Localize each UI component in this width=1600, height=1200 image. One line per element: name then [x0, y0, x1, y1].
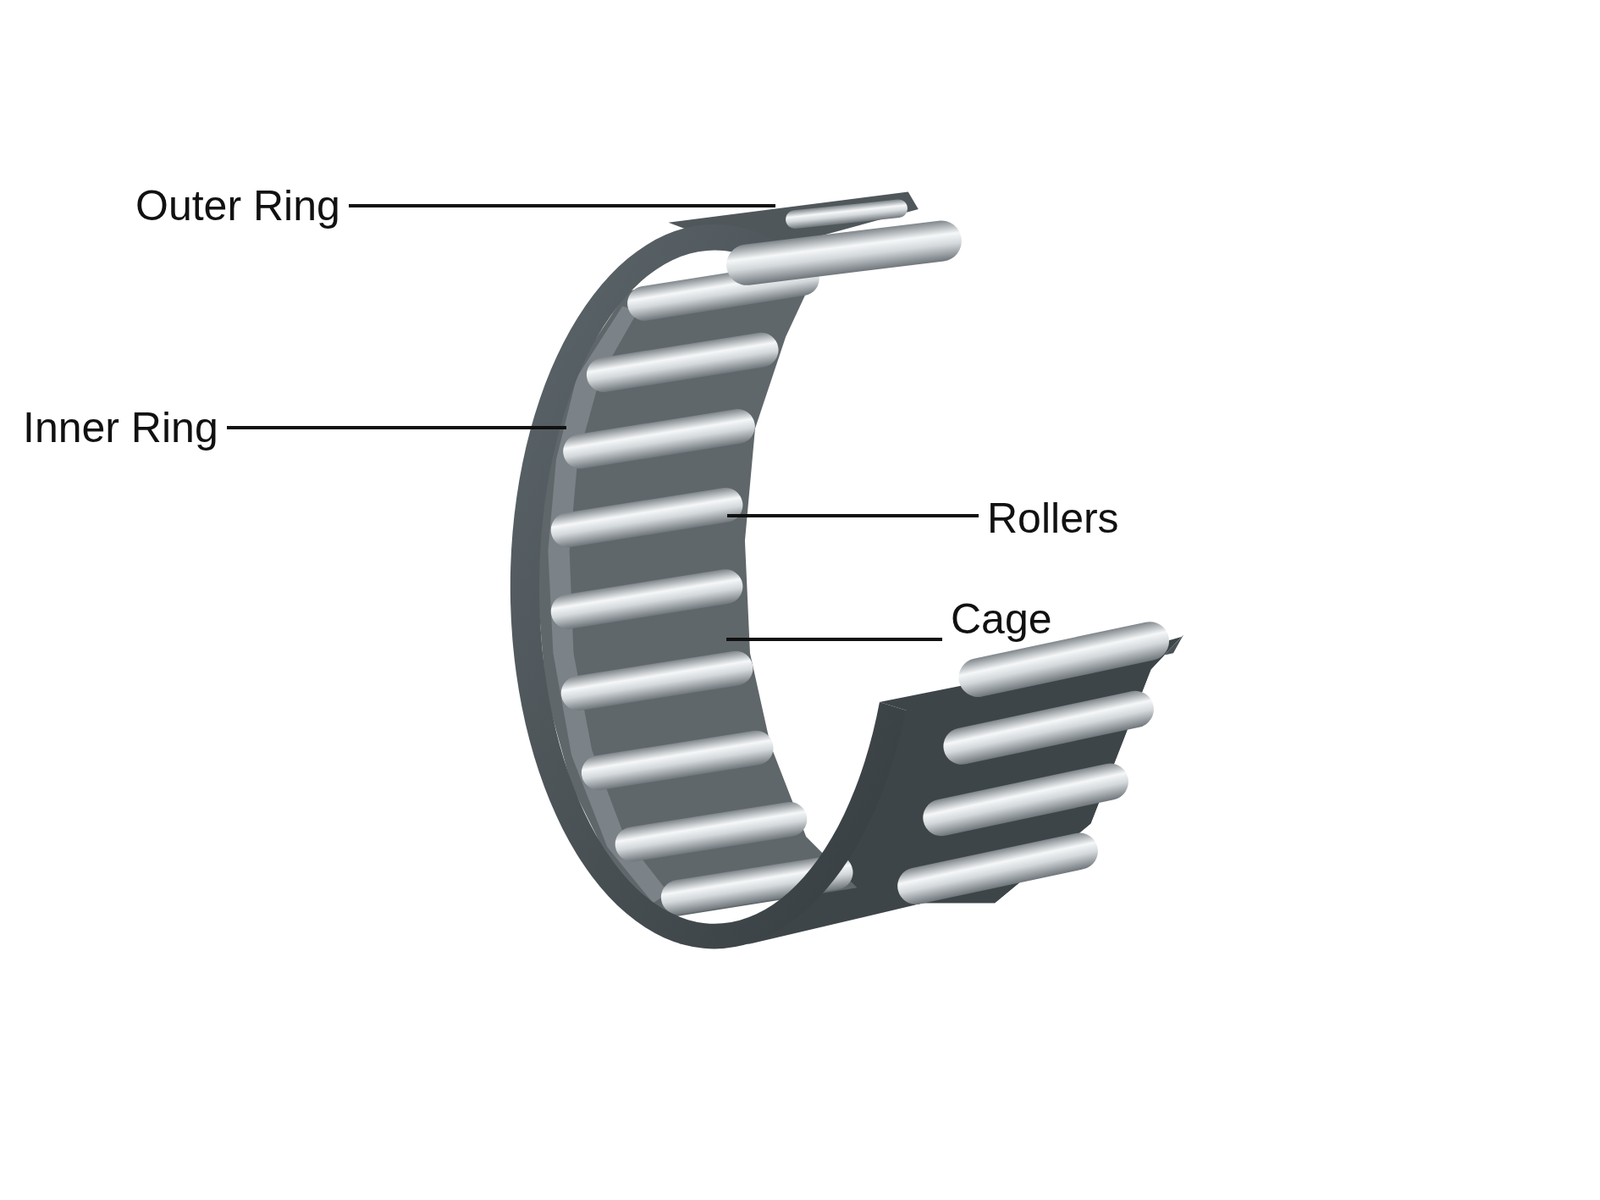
leader-line — [726, 637, 943, 641]
roller — [548, 485, 746, 550]
roller — [558, 648, 756, 713]
roller — [612, 799, 811, 864]
part-label: Rollers — [987, 493, 1120, 543]
part-label: Cage — [950, 594, 1053, 644]
part-label: Outer Ring — [135, 181, 341, 231]
roller — [893, 828, 1102, 908]
roller — [584, 330, 782, 395]
roller — [579, 728, 777, 793]
roller — [784, 198, 909, 230]
roller — [560, 406, 758, 471]
leader-line — [226, 425, 567, 430]
part-label: Inner Ring — [22, 402, 219, 453]
roller — [919, 759, 1132, 839]
roller — [548, 566, 746, 631]
leader-line — [348, 204, 776, 208]
front-rim — [510, 224, 907, 949]
roller — [723, 218, 964, 288]
roller — [939, 687, 1158, 768]
leader-line — [727, 513, 979, 518]
